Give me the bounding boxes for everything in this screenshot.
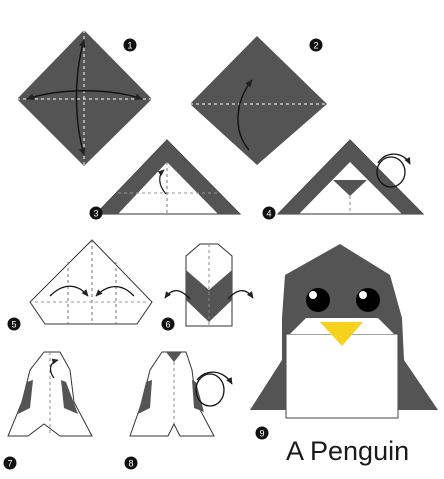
penguin-eye-left <box>306 288 330 312</box>
step-number-5: 5 <box>11 320 16 330</box>
step-number-8: 8 <box>128 459 133 469</box>
step-number-6: 6 <box>165 320 170 330</box>
diagram-title: A Penguin <box>286 436 409 467</box>
step-number-3: 3 <box>93 209 98 219</box>
step-5-paper <box>30 240 152 324</box>
step-3-triangle <box>96 140 240 214</box>
step-badge-4: 4 <box>263 207 276 220</box>
penguin-eye-right-shine <box>359 291 367 299</box>
turn-over-icon <box>196 372 232 406</box>
step-8-shape <box>130 352 232 436</box>
penguin-eye-right <box>356 288 380 312</box>
step-badge-6: 6 <box>162 318 175 331</box>
step-2-paper <box>190 36 327 165</box>
step-badge-2: 2 <box>310 39 323 52</box>
step-badge-3: 3 <box>90 207 103 220</box>
step-number-9: 9 <box>259 429 264 439</box>
step-number-7: 7 <box>7 459 12 469</box>
step-4-triangle <box>278 140 423 214</box>
penguin-finished <box>250 244 438 418</box>
step-6-shape <box>165 244 253 326</box>
step-badge-1: 1 <box>124 39 137 52</box>
step-badge-7: 7 <box>4 457 17 470</box>
step-5-shape <box>30 240 152 324</box>
step-number-2: 2 <box>313 41 318 51</box>
step-8-paper <box>130 352 214 436</box>
step-number-1: 1 <box>127 41 132 51</box>
step-number-4: 4 <box>266 209 271 219</box>
step-badge-8: 8 <box>125 457 138 470</box>
step-badge-5: 5 <box>8 318 21 331</box>
step-badge-9: 9 <box>256 427 269 440</box>
penguin-belly <box>286 334 398 418</box>
step-2-diamond <box>190 36 327 165</box>
step-7-shape <box>8 352 92 436</box>
penguin-eye-left-shine <box>309 291 317 299</box>
